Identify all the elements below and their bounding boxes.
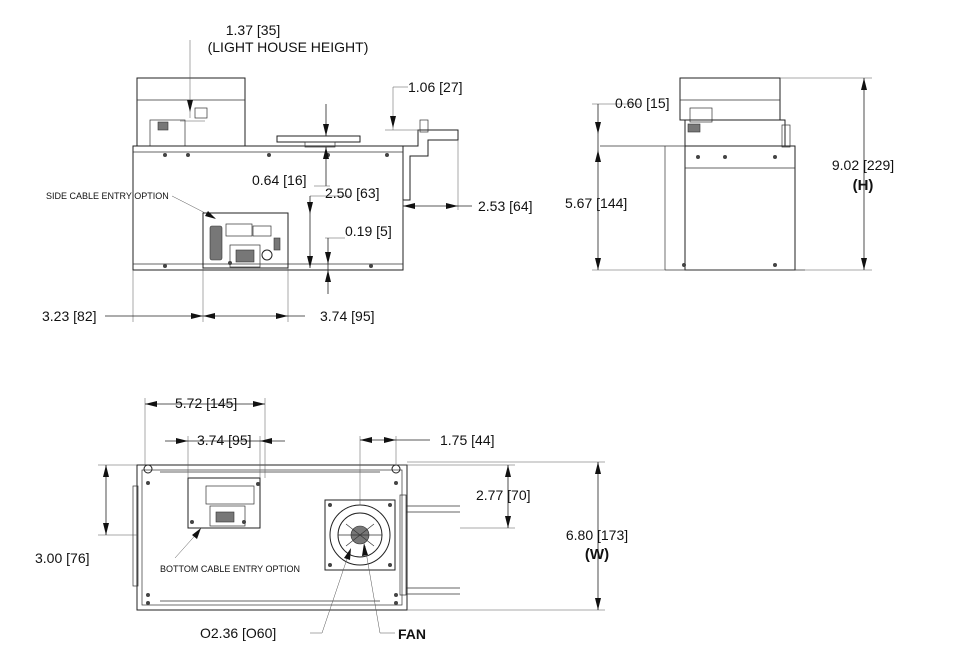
label-height: (H): [853, 177, 874, 194]
dim-top-offset: 0.64 [16]: [252, 172, 307, 188]
front-knob-disc: [276, 135, 361, 143]
dim-top-step: 0.60 [15]: [615, 95, 670, 111]
dim-connector-height: 2.50 [63]: [325, 185, 380, 201]
front-dimensions: 1.37 [35] (LIGHT HOUSE HEIGHT) 1.06 [27]…: [42, 22, 533, 324]
dim-total-height: 9.02 [229]: [832, 157, 894, 173]
dim-lighthouse-height: 1.37 [35]: [226, 22, 281, 38]
side-body: [684, 145, 796, 271]
front-connector-panel: [202, 212, 289, 269]
bottom-view: [132, 464, 460, 611]
dim-total-width: 6.80 [173]: [566, 527, 628, 543]
dim-fan-diameter: O2.36 [O60]: [200, 625, 276, 641]
bottom-dimensions: 5.72 [145] 3.74 [95] 1.75 [44] 2.77 [70]…: [35, 395, 628, 642]
front-view: [132, 77, 459, 271]
bottom-cable-cutout: [187, 477, 261, 529]
dim-fan-height: 2.77 [70]: [476, 487, 531, 503]
dim-width-a: 5.72 [145]: [175, 395, 237, 411]
front-lighthouse: [136, 77, 246, 147]
dim-bottom-offset: 0.19 [5]: [345, 223, 392, 239]
label-fan: FAN: [398, 626, 426, 642]
label-side-cable-entry: SIDE CABLE ENTRY OPTION: [46, 191, 169, 201]
dim-body-height: 5.67 [144]: [565, 195, 627, 211]
side-view: [600, 77, 805, 271]
dim-cable-width: 3.74 [95]: [320, 308, 375, 324]
dim-knob-height: 1.06 [27]: [408, 79, 463, 95]
side-dimensions: 0.60 [15] 5.67 [144] 9.02 [229] (H): [565, 77, 894, 271]
dim-fan-offset: 1.75 [44]: [440, 432, 495, 448]
dim-left-height: 3.00 [76]: [35, 550, 90, 566]
dim-width-b: 3.74 [95]: [197, 432, 252, 448]
label-width: (W): [585, 546, 609, 563]
side-top-module: [679, 77, 781, 121]
front-body: [132, 145, 404, 271]
label-bottom-cable-entry: BOTTOM CABLE ENTRY OPTION: [160, 564, 300, 574]
dim-side-depth: 2.53 [64]: [478, 198, 533, 214]
dim-left-width: 3.23 [82]: [42, 308, 97, 324]
bottom-plate: [136, 464, 408, 611]
dim-lighthouse-note: (LIGHT HOUSE HEIGHT): [208, 39, 369, 55]
